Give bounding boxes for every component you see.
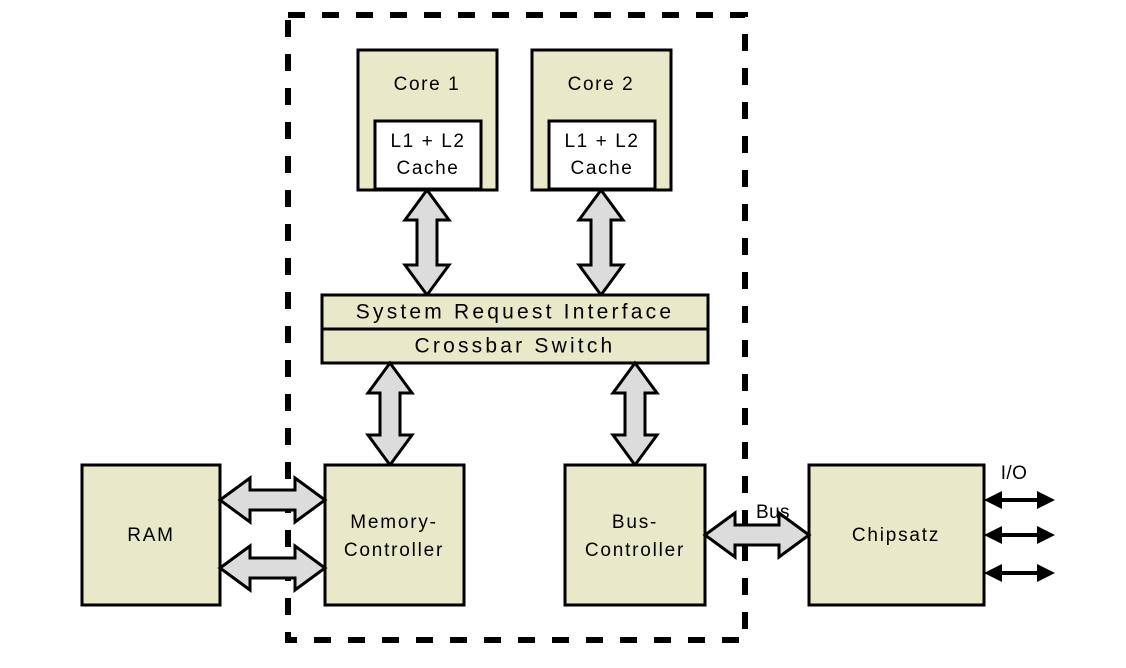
bus-controller-box — [563, 463, 707, 607]
interconnect-bars: System Request Interface Crossbar Switch — [320, 293, 710, 365]
memory-controller-box — [323, 463, 466, 607]
arrow-crossbar-to-memory-controller — [365, 360, 415, 468]
io-edge-label: I/O — [1001, 463, 1028, 484]
core-2-label: Core 2 — [568, 74, 635, 95]
memory-controller-label-line1: Memory- — [350, 512, 438, 533]
arrow-core2-to-sri — [576, 187, 626, 298]
crossbar-switch-label: Crossbar Switch — [415, 335, 616, 358]
system-request-interface-label: System Request Interface — [356, 301, 674, 324]
arrow-bus-controller-to-chipsatz — [702, 510, 812, 560]
bus-edge-label: Bus — [756, 502, 790, 523]
arrow-core1-to-sri — [402, 187, 452, 298]
core-1-label: Core 1 — [394, 74, 461, 95]
ram-label: RAM — [127, 525, 175, 546]
chipsatz-block: Chipsatz — [807, 463, 986, 607]
core-2-cache-line2: Cache — [571, 158, 634, 179]
io-arrow-1 — [984, 491, 1055, 509]
arrow-crossbar-to-bus-controller — [610, 360, 660, 468]
arrow-ram-to-memory-controller-upper — [217, 475, 328, 525]
memory-controller-label-line2: Controller — [344, 540, 444, 561]
bus-controller-label-line1: Bus- — [612, 512, 658, 533]
core-1-cache-line2: Cache — [397, 158, 460, 179]
core-1-cache-box — [373, 119, 483, 191]
bus-controller-block: Bus- Controller — [563, 463, 707, 607]
chipsatz-label: Chipsatz — [852, 525, 940, 546]
ram-block: RAM — [80, 463, 222, 607]
ram-box — [80, 463, 222, 607]
cpu-die-dashed-boundary — [285, 12, 748, 643]
arrow-ram-to-memory-controller-lower — [217, 543, 328, 593]
io-arrow-2 — [984, 526, 1055, 544]
io-arrow-3 — [984, 564, 1055, 582]
core-1-cache-line1: L1 + L2 — [390, 131, 465, 152]
memory-controller-block: Memory- Controller — [323, 463, 466, 607]
bus-controller-label-line2: Controller — [585, 540, 685, 561]
crossbar-switch-bar — [320, 327, 710, 365]
chipsatz-box — [807, 463, 986, 607]
core-2-block: Core 2 L1 + L2 Cache — [530, 48, 673, 192]
core-2-cache-line1: L1 + L2 — [564, 131, 639, 152]
core-1-block: Core 1 L1 + L2 Cache — [356, 48, 499, 192]
